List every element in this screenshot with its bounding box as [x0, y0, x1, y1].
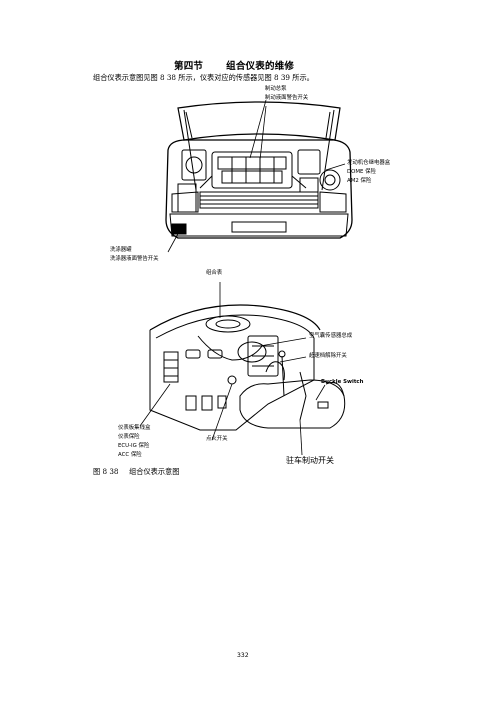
section-heading: 第四节 组合仪表的维修 [174, 58, 294, 72]
label-brake-pump: 制动总泵 [265, 86, 287, 92]
section-number: 第四节 [174, 61, 204, 72]
label-ecu-ig-fuse: ECU-IG 保险 [118, 443, 150, 449]
label-gauge-fuse: 仪表保险 [118, 434, 140, 440]
label-engine-relay-box: 发动机仓继电器盒 [347, 160, 391, 166]
label-acc-fuse: ACC 保险 [118, 452, 142, 458]
figure-caption: 图 8 38 组合仪表示意图 [93, 467, 179, 477]
label-am2-fuse: AM2 保险 [347, 178, 372, 184]
label-washer-tank: 洗涤器罐 [110, 247, 132, 253]
label-cluster: 组合表 [206, 270, 223, 276]
label-buckle-switch: Buckle Switch [321, 379, 364, 385]
label-washer-switch: 洗涤器液面警告开关 [110, 256, 159, 262]
page-number: 332 [237, 651, 249, 659]
label-brake-fluid-switch: 制动液面警告开关 [265, 95, 309, 101]
label-airbag-sensor: 空气囊传感器总成 [309, 333, 353, 339]
figure-caption-text: 组合仪表示意图 [129, 467, 180, 476]
label-junction-box: 仪表板集线盒 [118, 425, 151, 431]
label-ignition-switch: 点火开关 [206, 436, 228, 442]
label-dome-fuse: DOME 保险 [347, 169, 376, 175]
section-title: 组合仪表的维修 [226, 61, 295, 72]
label-od-switch: 超速档解除开关 [309, 353, 347, 359]
figure-number: 图 8 38 [93, 467, 119, 476]
intro-paragraph: 组合仪表示意图见图 8 38 所示，仪表对应的传感器见图 8 39 所示。 [93, 73, 314, 82]
label-parking-brake-switch: 驻车制动开关 [286, 456, 334, 465]
